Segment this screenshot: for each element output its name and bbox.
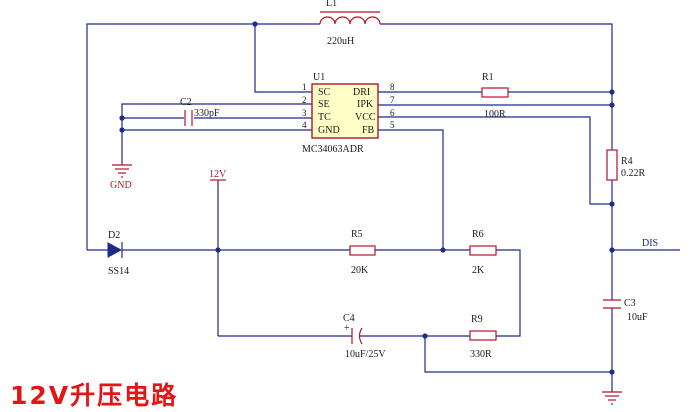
capacitor-c2: C2 330pF — [180, 97, 220, 126]
dis-net-label: DIS — [642, 238, 658, 249]
c3-ref: C3 — [624, 298, 636, 309]
resistor-r5: R5 20K — [349, 229, 376, 276]
r4-ref: R4 — [621, 156, 633, 167]
pin-name: TC — [318, 112, 331, 123]
pin-number: 5 — [390, 120, 395, 130]
r4-value: 0.22R — [621, 168, 646, 179]
r1-ref: R1 — [482, 72, 494, 83]
pin-number: 7 — [390, 95, 395, 105]
r6-ref: R6 — [472, 229, 484, 240]
pin-name: DRI — [353, 87, 370, 98]
gnd-label: GND — [110, 180, 132, 191]
inductor-ref: L1 — [326, 0, 337, 9]
pin-number: 2 — [302, 95, 307, 105]
pin-name: SC — [318, 87, 331, 98]
c2-value: 330pF — [194, 108, 220, 119]
pin-number: 8 — [390, 82, 395, 92]
c3-value: 10uF — [627, 312, 648, 323]
inductor-l1: L1 220uH — [319, 0, 381, 47]
pin-name: VCC — [355, 112, 376, 123]
r9-value: 330R — [470, 349, 492, 360]
inductor-value: 220uH — [327, 36, 354, 47]
c4-polarity: + — [344, 323, 350, 334]
pin-number: 4 — [302, 120, 307, 130]
c2-ref: C2 — [180, 97, 192, 108]
diagram-title: 12V升压电路 — [10, 381, 179, 410]
pin-number: 1 — [302, 82, 307, 92]
supply-label: 12V — [209, 169, 227, 180]
ground-symbol: GND — [110, 164, 132, 191]
r5-ref: R5 — [351, 229, 363, 240]
r5-value: 20K — [351, 265, 369, 276]
ic-ref: U1 — [313, 72, 325, 83]
junction-dots — [119, 21, 615, 375]
resistor-r9: R9 330R — [469, 314, 497, 360]
d2-ref: D2 — [108, 230, 120, 241]
resistor-r6: R6 2K — [469, 229, 497, 276]
resistor-r1: R1 100R — [481, 72, 509, 120]
diode-d2: D2 SS14 — [107, 230, 129, 277]
wires — [86, 23, 680, 392]
pin-name: IPK — [357, 99, 374, 110]
supply-12v: 12V — [209, 169, 227, 181]
pin-number: 6 — [390, 108, 395, 118]
resistor-r4: R4 0.22R — [606, 149, 646, 181]
d2-value: SS14 — [108, 266, 129, 277]
pin-number: 3 — [302, 108, 307, 118]
r1-value: 100R — [484, 109, 506, 120]
pin-name: SE — [318, 99, 330, 110]
r6-value: 2K — [472, 265, 485, 276]
pin-name: GND — [318, 125, 340, 136]
c4-value: 10uF/25V — [345, 349, 386, 360]
pin-name: FB — [362, 125, 375, 136]
ic-part-number: MC34063ADR — [302, 144, 364, 155]
capacitor-c4: C4 + 10uF/25V — [343, 313, 386, 360]
ground-symbol — [602, 391, 622, 405]
capacitor-c3: C3 10uF — [603, 298, 648, 323]
c4-ref: C4 — [343, 313, 355, 324]
r9-ref: R9 — [471, 314, 483, 325]
ic-u1: U1 MC34063ADR 1 2 3 4 SC SE TC GND 8 7 6… — [302, 72, 395, 155]
